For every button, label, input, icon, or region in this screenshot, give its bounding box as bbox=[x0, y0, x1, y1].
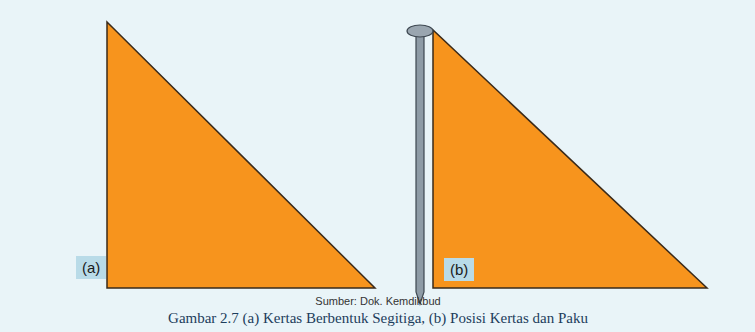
figure-label: (a) bbox=[76, 256, 106, 279]
figure-caption: Gambar 2.7 (a) Kertas Berbentuk Segitiga… bbox=[168, 310, 588, 327]
source-note: Sumber: Dok. Kemdikbud bbox=[315, 295, 440, 307]
paper-triangle bbox=[107, 22, 375, 288]
paper-triangle bbox=[433, 30, 707, 288]
nail-head bbox=[407, 25, 433, 37]
figure-label: (b) bbox=[444, 258, 474, 281]
nail-body bbox=[416, 34, 424, 304]
